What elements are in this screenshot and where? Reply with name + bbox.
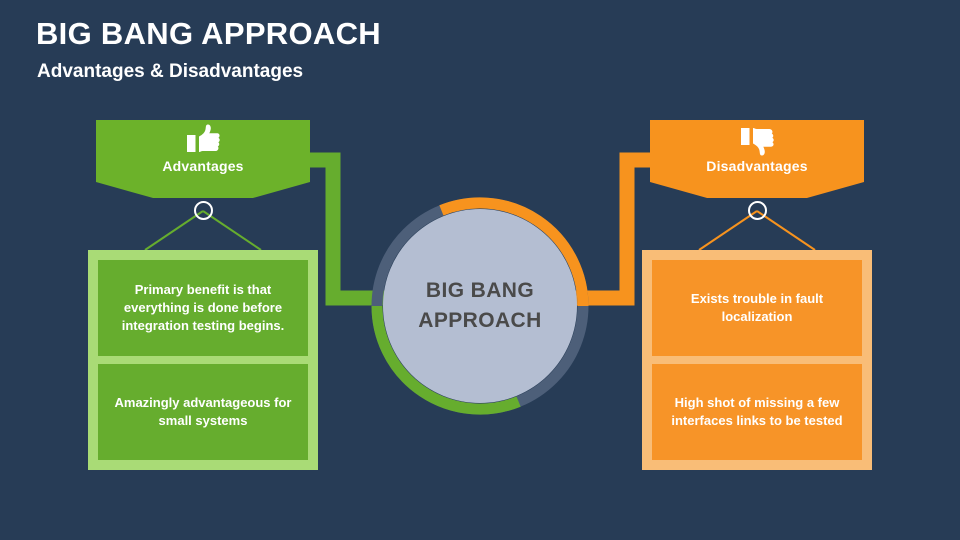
center-title-line1: BIG BANG [425, 278, 535, 302]
thumbs-down-icon [741, 128, 774, 156]
advantages-banner-shape [96, 120, 310, 198]
thumbs-up-icon [187, 124, 220, 152]
disadvantages-banner-shape [650, 120, 864, 198]
disadvantages-banner[interactable]: Disadvantages [650, 120, 864, 220]
advantages-panel: Primary benefit is that everything is do… [88, 250, 318, 470]
disadvantages-node-circle [747, 201, 767, 220]
disadvantages-label: Disadvantages [706, 158, 808, 174]
advantages-card-1-text: Primary benefit is that everything is do… [121, 282, 285, 333]
advantages-card-divider [98, 356, 308, 364]
center-circle-label: BIG BANG APPROACH [370, 196, 590, 416]
disadvantages-card-2-text: High shot of missing a few interfaces li… [671, 395, 843, 428]
advantages-card-2[interactable]: Amazingly advantageous for small systems [98, 364, 308, 460]
advantages-node-circle [193, 201, 213, 220]
disadvantages-panel: Exists trouble in fault localization Hig… [642, 250, 872, 470]
advantages-label: Advantages [162, 158, 244, 174]
advantages-card-1[interactable]: Primary benefit is that everything is do… [98, 260, 308, 356]
advantages-card-2-text: Amazingly advantageous for small systems [114, 395, 292, 428]
page-title: BIG BANG APPROACH [36, 16, 381, 51]
center-title-line2: APPROACH [418, 309, 542, 332]
disadvantages-card-2[interactable]: High shot of missing a few interfaces li… [652, 364, 862, 460]
center-circle: BIG BANG APPROACH [370, 196, 590, 416]
advantages-banner[interactable]: Advantages [96, 120, 310, 220]
disadvantages-card-1-text: Exists trouble in fault localization [690, 291, 824, 324]
page-subtitle: Advantages & Disadvantages [37, 61, 304, 82]
disadvantages-card-divider [652, 356, 862, 364]
disadvantages-card-1[interactable]: Exists trouble in fault localization [652, 260, 862, 356]
